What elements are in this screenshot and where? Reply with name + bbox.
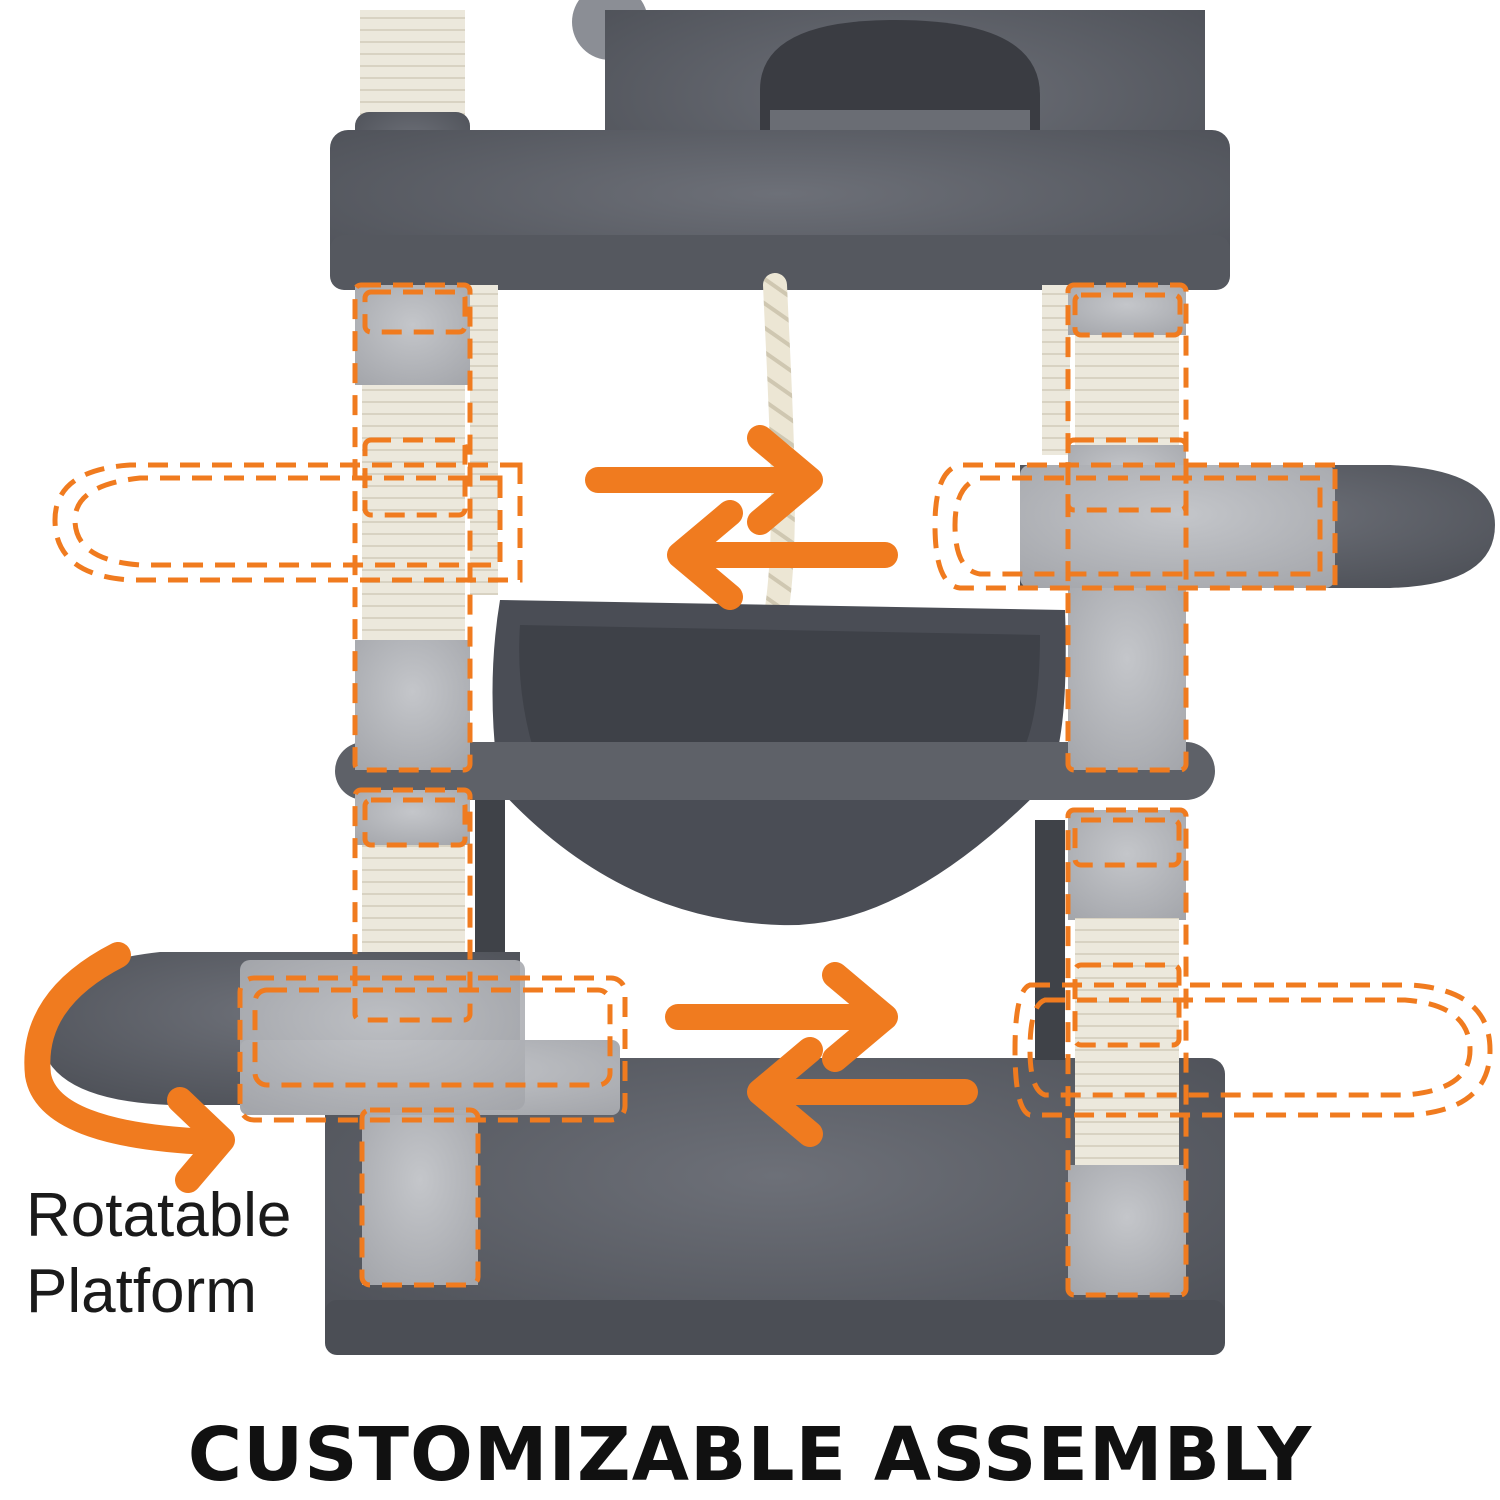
- lower-back-post-right: [1035, 820, 1065, 1060]
- hammock-front-rail: [335, 742, 1215, 800]
- top-sisal-post: [360, 10, 465, 120]
- arrow-right-icon: [665, 962, 898, 1072]
- outline-left-post-base: [359, 1107, 481, 1288]
- outline-ghost-right-lower-platform: [1012, 982, 1493, 1118]
- outline-right-post-lower: [1065, 807, 1189, 1298]
- outline-ghost-left-upper-platform: [52, 462, 523, 583]
- outline-right-post-upper: [1065, 282, 1189, 773]
- outline-left-lower-platform: [237, 975, 628, 1123]
- hammock: [335, 600, 1215, 926]
- outline-right-upper-platform: [932, 462, 1338, 591]
- arrow-left-icon: [667, 500, 898, 610]
- base-board: [325, 1058, 1225, 1353]
- outline-left-post-lower: [352, 787, 473, 1023]
- left-main-post: [355, 285, 478, 1285]
- top-section: [330, 0, 1230, 290]
- caption-customizable-assembly: CUSTOMIZABLE ASSEMBLY: [187, 1412, 1313, 1498]
- swap-arrows-lower: [665, 962, 978, 1147]
- top-platform-edge: [330, 235, 1230, 290]
- arrow-right-icon: [585, 425, 823, 535]
- rotate-arrow-icon: [24, 942, 235, 1193]
- back-right-post: [1042, 285, 1070, 455]
- outline-left-post-upper: [352, 282, 473, 773]
- hammock-inner: [519, 625, 1040, 770]
- dashed-outlines: [52, 282, 1493, 1298]
- arrow-left-icon: [747, 1037, 978, 1147]
- swap-arrows-upper: [585, 425, 898, 610]
- back-left-post: [470, 285, 498, 595]
- base-board-front: [325, 1300, 1225, 1355]
- rotatable-platform-label: Rotatable Platform: [26, 1178, 346, 1330]
- rotatable-label-line2: Platform: [26, 1257, 257, 1326]
- rotatable-label-line1: Rotatable: [26, 1181, 292, 1250]
- right-upper-platform: [1020, 465, 1495, 588]
